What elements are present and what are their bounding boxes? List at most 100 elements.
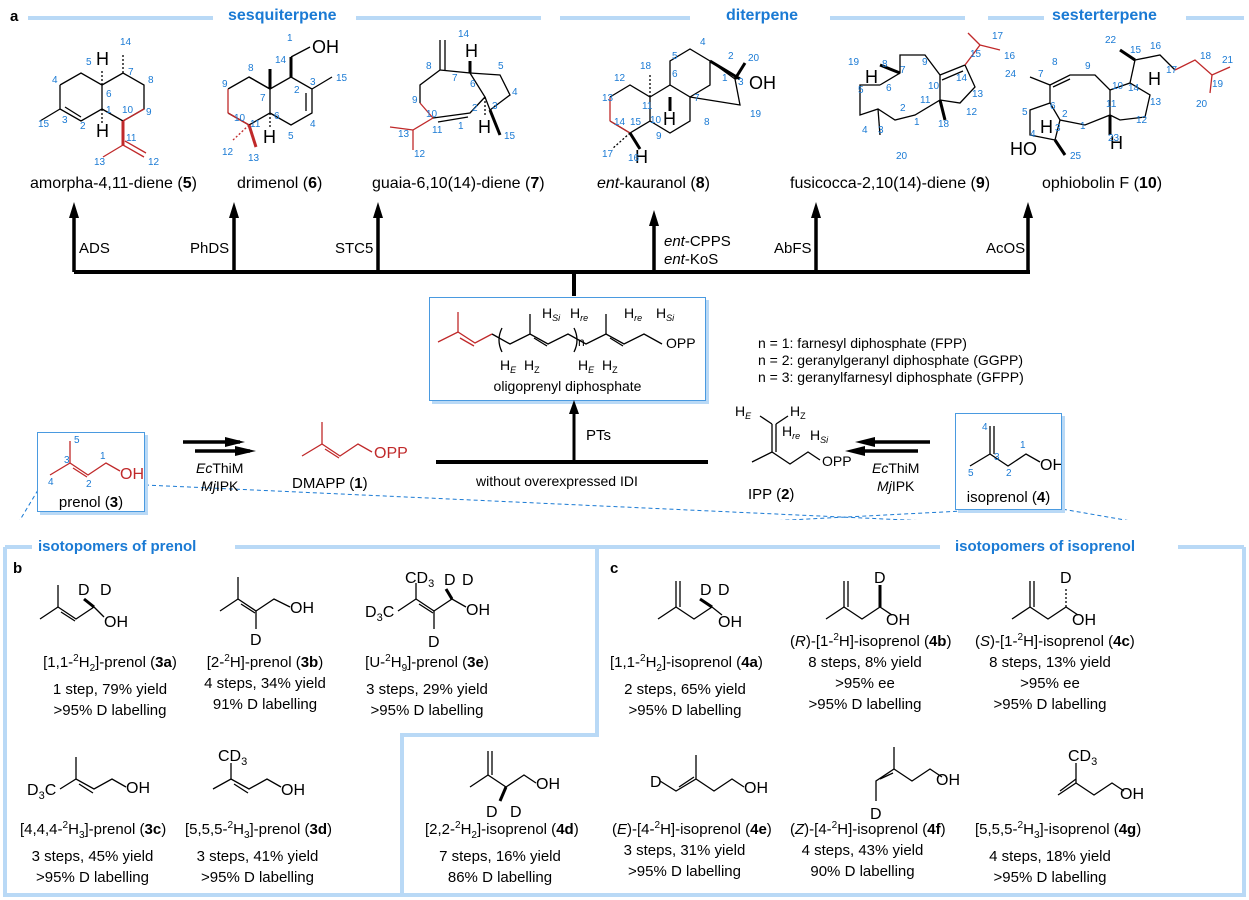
svg-text:2: 2 — [80, 121, 86, 132]
isotopomer-4d: [2,2-2H2]-isoprenol (4d) 7 steps, 16% yi… — [425, 815, 579, 888]
svg-text:OH: OH — [104, 614, 128, 631]
isotopomer-ee: >95% ee — [1020, 675, 1080, 692]
svg-text:20: 20 — [748, 53, 760, 64]
idi-label: without overexpressed IDI — [476, 473, 638, 489]
isotopomer-4c: (S)-[1-2H]-isoprenol (4c) 8 steps, 13% y… — [975, 627, 1135, 715]
svg-text:3: 3 — [310, 77, 316, 88]
svg-text:2: 2 — [472, 103, 478, 114]
svg-text:11: 11 — [920, 95, 931, 106]
svg-text:9: 9 — [146, 107, 152, 118]
svg-text:10: 10 — [426, 109, 438, 120]
svg-text:8: 8 — [426, 61, 432, 72]
svg-text:D: D — [486, 804, 498, 821]
compound-name-6: drimenol (6) — [237, 175, 323, 192]
svg-text:HZ: HZ — [790, 403, 806, 421]
isoprenol-label: isoprenol (4) — [966, 489, 1051, 506]
svg-text:OH: OH — [1040, 457, 1061, 474]
compound-name-8: ent-kauranol (8) — [597, 175, 710, 192]
svg-text:2: 2 — [900, 103, 906, 114]
svg-text:14: 14 — [120, 37, 132, 48]
svg-text:3: 3 — [1055, 123, 1061, 134]
isotopomer-label: [1,1-2H2]-isoprenol (4a) — [610, 653, 763, 674]
enzyme-phds: PhDS — [190, 240, 230, 257]
isotopomer-4e: (E)-[4-2H]-isoprenol (4e) 3 steps, 31% y… — [612, 815, 772, 882]
isotopomer-label: [4,4,4-2H3]-prenol (3c) — [20, 820, 167, 841]
dmapp-structure — [301, 422, 373, 459]
isotopomer-label: [5,5,5-2H3]-isoprenol (4g) — [975, 820, 1142, 841]
atom-h: H — [1148, 69, 1161, 89]
svg-text:OH: OH — [120, 466, 144, 483]
svg-text:7: 7 — [452, 73, 458, 84]
svg-text:HSi: HSi — [810, 427, 829, 445]
svg-text:8: 8 — [704, 117, 710, 128]
svg-text:3: 3 — [492, 101, 498, 112]
svg-text:HE: HE — [578, 357, 595, 375]
isotopomer-3b: [2-2H]-prenol (3b) 4 steps, 34% yield 91… — [200, 648, 330, 715]
n-legend: n = 1: farnesyl diphosphate (FPP) n = 2:… — [758, 335, 1024, 386]
svg-text:HZ: HZ — [602, 357, 618, 375]
isotopomer-steps: 3 steps, 45% yield — [31, 848, 154, 865]
structure-guaiadiene — [389, 40, 511, 150]
svg-text:OH: OH — [936, 772, 960, 789]
panel-b-letter: b — [13, 560, 23, 577]
isotopomer-4a: [1,1-2H2]-isoprenol (4a) 2 steps, 65% yi… — [610, 648, 763, 721]
svg-text:17: 17 — [602, 149, 614, 160]
svg-text:20: 20 — [896, 151, 908, 162]
isotopomer-label: (R)-[1-2H]-isoprenol (4b) — [790, 632, 952, 650]
isotopomer-labelling: >95% D labelling — [628, 863, 741, 880]
svg-text:10: 10 — [650, 115, 662, 126]
svg-text:D3C: D3C — [365, 604, 394, 624]
svg-text:9: 9 — [222, 79, 228, 90]
svg-text:15: 15 — [970, 49, 982, 60]
n-legend-item: n = 3: geranylfarnesyl diphosphate (GFPP… — [758, 369, 1024, 385]
svg-text:1: 1 — [287, 33, 293, 44]
svg-text:15: 15 — [630, 117, 642, 128]
svg-text:4: 4 — [700, 37, 706, 48]
svg-text:2: 2 — [86, 479, 92, 489]
svg-text:OH: OH — [886, 612, 910, 629]
svg-text:8: 8 — [882, 59, 888, 70]
svg-text:3: 3 — [878, 125, 884, 136]
svg-text:3: 3 — [64, 455, 70, 466]
svg-text:D: D — [700, 582, 712, 599]
svg-text:6: 6 — [106, 89, 112, 100]
svg-text:5: 5 — [86, 57, 92, 68]
precursor-row: OPP HE HZ Hre HSi OPP — [19, 400, 1128, 520]
svg-text:9: 9 — [412, 95, 418, 106]
atom-h: H — [465, 41, 478, 61]
svg-text:3: 3 — [994, 452, 1000, 463]
n-legend-item: n = 1: farnesyl diphosphate (FPP) — [758, 335, 967, 351]
isotopomer-3c: [4,4,4-2H3]-prenol (3c) 3 steps, 45% yie… — [20, 815, 167, 888]
atom-h: H — [263, 127, 276, 147]
svg-text:7: 7 — [1038, 69, 1044, 80]
atom-oh: OH — [312, 37, 339, 57]
svg-text:6: 6 — [1050, 101, 1056, 112]
isotopomer-4b: (R)-[1-2H]-isoprenol (4b) 8 steps, 8% yi… — [790, 627, 952, 715]
svg-text:14: 14 — [956, 73, 968, 84]
header-diterpene: diterpene — [726, 7, 799, 24]
svg-text:14: 14 — [275, 55, 287, 66]
svg-text:Hre: Hre — [782, 423, 800, 441]
svg-text:OH: OH — [290, 600, 314, 617]
svg-text:D: D — [100, 582, 112, 599]
svg-text:11: 11 — [250, 119, 261, 130]
svg-text:9: 9 — [922, 57, 928, 68]
isotopomer-labelling: >95% D labelling — [370, 702, 484, 719]
compound-name-7: guaia-6,10(14)-diene (7) — [372, 175, 545, 192]
svg-text:18: 18 — [640, 61, 652, 72]
svg-text:13: 13 — [94, 157, 106, 168]
svg-text:4: 4 — [982, 422, 988, 433]
svg-text:10: 10 — [1112, 81, 1124, 92]
svg-text:2: 2 — [294, 85, 300, 96]
svg-text:D: D — [428, 634, 440, 651]
svg-text:25: 25 — [1070, 151, 1082, 162]
compound-name-5: amorpha-4,11-diene (5) — [30, 175, 197, 192]
isotopomer-4g: [5,5,5-2H3]-isoprenol (4g) 4 steps, 18% … — [975, 815, 1142, 888]
svg-text:12: 12 — [222, 147, 234, 158]
svg-text:2: 2 — [728, 51, 734, 62]
header-sesquiterpene: sesquiterpene — [228, 7, 337, 24]
svg-text:12: 12 — [1136, 115, 1148, 126]
